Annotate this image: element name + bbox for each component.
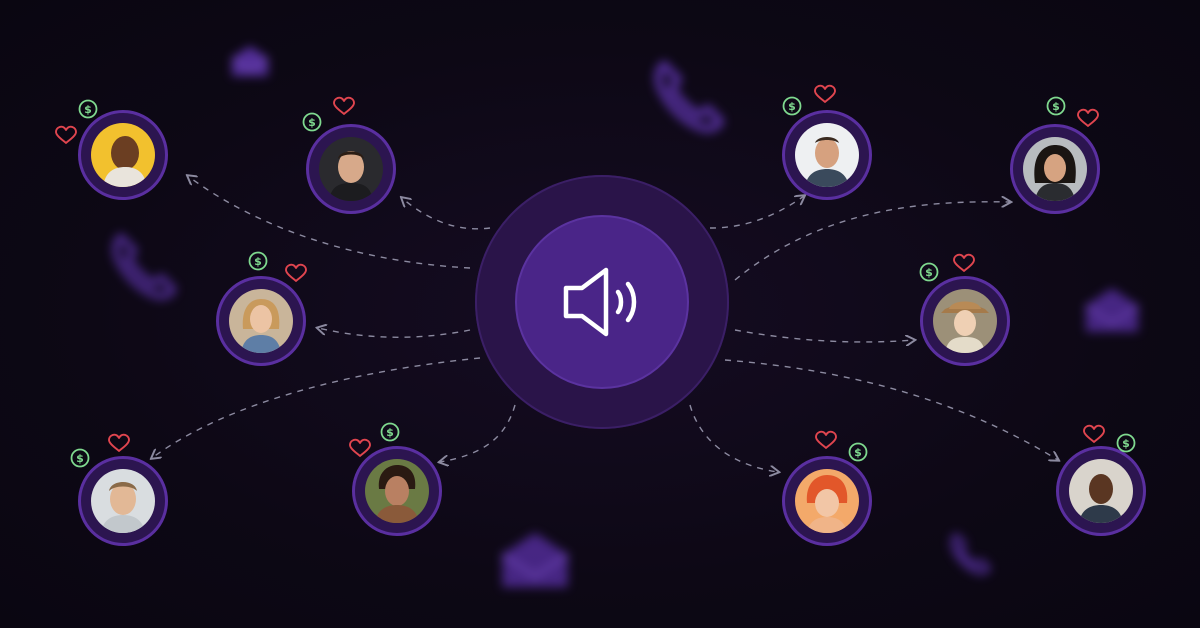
phone-icon (112, 232, 177, 300)
recipient-avatar (782, 110, 872, 200)
person-photo (319, 137, 383, 201)
dollar-icon (1116, 433, 1136, 453)
arrow-to-bottom-right (724, 359, 1058, 460)
phone-icon (654, 59, 725, 133)
heart-icon (108, 433, 130, 452)
person-photo (365, 459, 429, 523)
recipient-avatar (78, 110, 168, 200)
speaker-volume-icon (563, 267, 637, 337)
dollar-icon (302, 112, 322, 132)
arrow-to-mid-left (318, 328, 471, 338)
recipient-avatar (920, 276, 1010, 366)
heart-icon (285, 263, 307, 282)
heart-icon (333, 96, 355, 115)
person-photo (229, 289, 293, 353)
phone-icon (950, 532, 992, 575)
broadcast-hub-core (515, 215, 689, 389)
dollar-icon (380, 422, 400, 442)
recipient-avatar (1010, 124, 1100, 214)
recipient-avatar (78, 456, 168, 546)
dollar-icon (782, 96, 802, 116)
arrow-to-top-right-2 (734, 202, 1010, 281)
heart-icon (953, 253, 975, 272)
recipient-avatar (782, 456, 872, 546)
dollar-icon (1046, 96, 1066, 116)
heart-icon (814, 84, 836, 103)
arrow-to-mid-right (734, 329, 914, 342)
dollar-icon (70, 448, 90, 468)
dollar-icon (848, 442, 868, 462)
arrow-to-bottom-right-2 (689, 404, 778, 472)
arrow-to-bottom-left-2 (440, 404, 516, 462)
recipient-avatar (1056, 446, 1146, 536)
person-photo (91, 469, 155, 533)
recipient-avatar (216, 276, 306, 366)
dollar-icon (78, 99, 98, 119)
heart-icon (1083, 424, 1105, 443)
arrow-to-top-left (188, 176, 471, 269)
heart-icon (815, 430, 837, 449)
person-photo (933, 289, 997, 353)
person-photo (1069, 459, 1133, 523)
person-photo (1023, 137, 1087, 201)
recipient-avatar (306, 124, 396, 214)
heart-icon (1077, 108, 1099, 127)
arrow-to-top-right (709, 196, 804, 229)
envelope-icon (500, 532, 570, 588)
person-photo (91, 123, 155, 187)
heart-icon (349, 438, 371, 457)
dollar-icon (919, 262, 939, 282)
recipient-avatar (352, 446, 442, 536)
envelope-icon (1084, 288, 1140, 332)
arrow-to-top-left-2 (402, 198, 491, 230)
arrow-to-bottom-left (152, 357, 481, 458)
person-photo (795, 469, 859, 533)
heart-icon (55, 125, 77, 144)
person-photo (795, 123, 859, 187)
dollar-icon (248, 251, 268, 271)
envelope-icon (231, 46, 269, 76)
